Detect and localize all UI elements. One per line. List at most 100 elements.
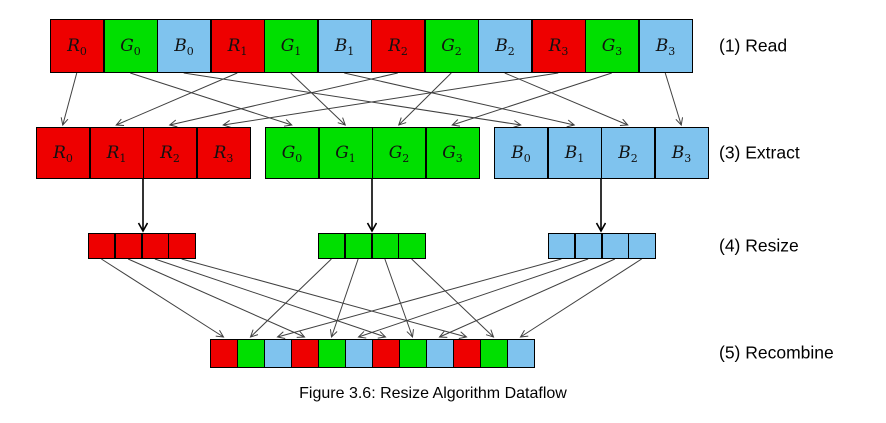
read-cell-R3: R3 [531, 19, 586, 73]
recombine-cell-4-green [318, 339, 346, 368]
cell-text: R3 [213, 142, 234, 165]
extract-cell-B3: B3 [654, 127, 709, 179]
arrow-resize-to-recombine [384, 258, 414, 339]
read-cell-G0: G0 [103, 19, 158, 73]
cell-text: B0 [174, 35, 194, 58]
extract-cell-B2: B2 [601, 127, 655, 179]
extract-cell-G1: G1 [318, 127, 373, 179]
extract-cell-R1: R1 [89, 127, 144, 179]
read-cell-R1: R1 [210, 19, 265, 73]
recombine-cell-3-red [291, 339, 319, 368]
cell-text: G1 [335, 142, 356, 165]
resize-cell-blue-3 [628, 233, 656, 259]
recombine-cell-10-green [480, 339, 508, 368]
cell-text: B1 [334, 35, 355, 58]
stage-label-read: (1) Read [719, 35, 788, 56]
cell-text: B3 [655, 35, 676, 58]
arrow-read-to-extract [664, 72, 684, 127]
arrow-read-to-extract [451, 72, 612, 127]
extract-cell-R0: R0 [36, 127, 90, 179]
extract-cell-B0: B0 [494, 127, 548, 179]
read-cell-B0: B0 [157, 19, 211, 73]
resize-cell-red-3 [168, 233, 196, 259]
arrow-read-to-extract [504, 72, 629, 126]
recombine-cell-9-red [453, 339, 481, 368]
recombine-cell-7-green [399, 339, 427, 368]
extract-cell-B1: B1 [547, 127, 602, 179]
read-cell-G1: G1 [264, 19, 318, 73]
figure-caption: Figure 3.6: Resize Algorithm Dataflow [299, 385, 567, 402]
arrow-resize-to-recombine [411, 258, 495, 338]
cell-text: B1 [564, 142, 585, 165]
cell-text: G1 [280, 35, 302, 58]
stage-label-recombine: (5) Recombine [719, 342, 834, 363]
resize-cell-blue-2 [601, 233, 629, 259]
resize-cell-green-2 [371, 233, 399, 259]
cell-text: R0 [53, 142, 73, 165]
recombine-cell-6-red [372, 339, 400, 368]
arrow-resize-to-recombine [127, 258, 306, 338]
cell-text: R2 [160, 142, 180, 165]
arrow-resize-to-recombine [438, 258, 616, 338]
arrow-resize-to-recombine [101, 258, 225, 338]
stage-label-resize: (4) Resize [719, 235, 799, 256]
cell-text: G2 [441, 35, 462, 58]
arrow-read-to-extract [115, 72, 238, 126]
read-cell-G2: G2 [424, 19, 479, 73]
cell-text: R2 [388, 35, 408, 58]
arrow-read-to-extract [60, 72, 78, 127]
cell-text: B3 [671, 142, 692, 165]
cell-text: G2 [388, 142, 410, 165]
arrow-read-to-extract [290, 72, 347, 126]
recombine-cell-8-blue [426, 339, 454, 368]
stage-label-extract: (3) Extract [719, 142, 800, 163]
cell-text: B0 [511, 142, 531, 165]
resize-cell-blue-1 [574, 233, 602, 259]
cell-text: G0 [281, 142, 303, 165]
read-cell-B1: B1 [317, 19, 372, 73]
resize-cell-green-3 [398, 233, 426, 259]
resize-cell-green-0 [318, 233, 346, 259]
resize-cell-blue-0 [548, 233, 576, 259]
recombine-cell-5-blue [345, 339, 373, 368]
cell-text: R1 [227, 35, 248, 58]
arrow-read-to-extract [222, 72, 559, 128]
arrow-resize-to-recombine [329, 258, 359, 339]
arrow-resize-to-recombine [154, 258, 387, 339]
arrow-resize-to-recombine [276, 258, 562, 340]
arrow-read-to-extract [168, 72, 398, 128]
extract-cell-G2: G2 [372, 127, 426, 179]
cell-text: R3 [548, 35, 569, 58]
arrow-read-to-extract [397, 72, 452, 126]
cell-text: R0 [67, 35, 87, 58]
arrow-read-to-extract [344, 72, 576, 128]
read-cell-B2: B2 [478, 19, 532, 73]
cell-text: B2 [618, 142, 638, 165]
arrow-read-to-extract [130, 72, 293, 127]
read-cell-B3: B3 [638, 19, 693, 73]
recombine-cell-1-green [237, 339, 265, 368]
resize-cell-red-2 [141, 233, 169, 259]
recombine-cell-0-red [210, 339, 238, 368]
arrow-resize-to-recombine [519, 258, 642, 338]
cell-text: G3 [601, 35, 623, 58]
arrow-resize-to-recombine [181, 258, 468, 340]
cell-text: G0 [120, 35, 141, 58]
cell-text: R1 [106, 142, 127, 165]
extract-cell-R3: R3 [196, 127, 251, 179]
recombine-cell-11-blue [507, 339, 535, 368]
read-cell-R0: R0 [50, 19, 104, 73]
read-cell-R2: R2 [371, 19, 425, 73]
cell-text: B2 [495, 35, 515, 58]
read-cell-G3: G3 [585, 19, 639, 73]
arrow-resize-to-recombine [249, 258, 332, 338]
resize-cell-red-0 [88, 233, 116, 259]
extract-cell-G0: G0 [265, 127, 319, 179]
extract-cell-G3: G3 [425, 127, 480, 179]
resize-cell-green-1 [344, 233, 372, 259]
resize-cell-red-1 [114, 233, 142, 259]
extract-cell-R2: R2 [143, 127, 197, 179]
arrow-resize-to-recombine [357, 258, 589, 339]
recombine-cell-2-blue [264, 339, 292, 368]
